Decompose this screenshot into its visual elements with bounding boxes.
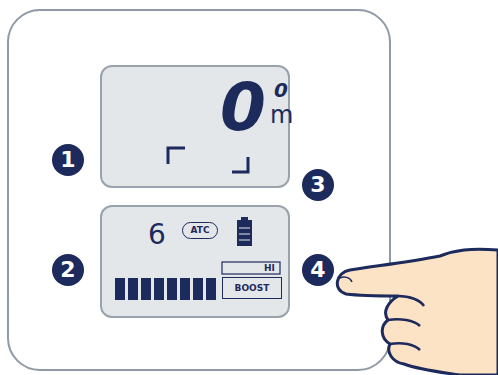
hi-text: HI [264,264,275,273]
unit-text: m [270,103,293,127]
boost-box: BOOST [222,277,282,299]
battery-icon [237,217,252,246]
callout-number: 2 [52,254,84,286]
callout-number: 4 [302,254,334,286]
atc-badge: ATC [182,222,218,239]
boost-text: BOOST [223,278,281,298]
distance-value: 0 [220,75,266,141]
distance-decimal: 0 [274,80,288,100]
atc-text: ATC [183,223,217,238]
distance-screen: 00m [100,65,290,188]
panel-outline [8,10,390,370]
assist-level: 6 [148,221,166,249]
callout-number: 3 [302,169,334,201]
callout-number: 1 [52,144,84,176]
